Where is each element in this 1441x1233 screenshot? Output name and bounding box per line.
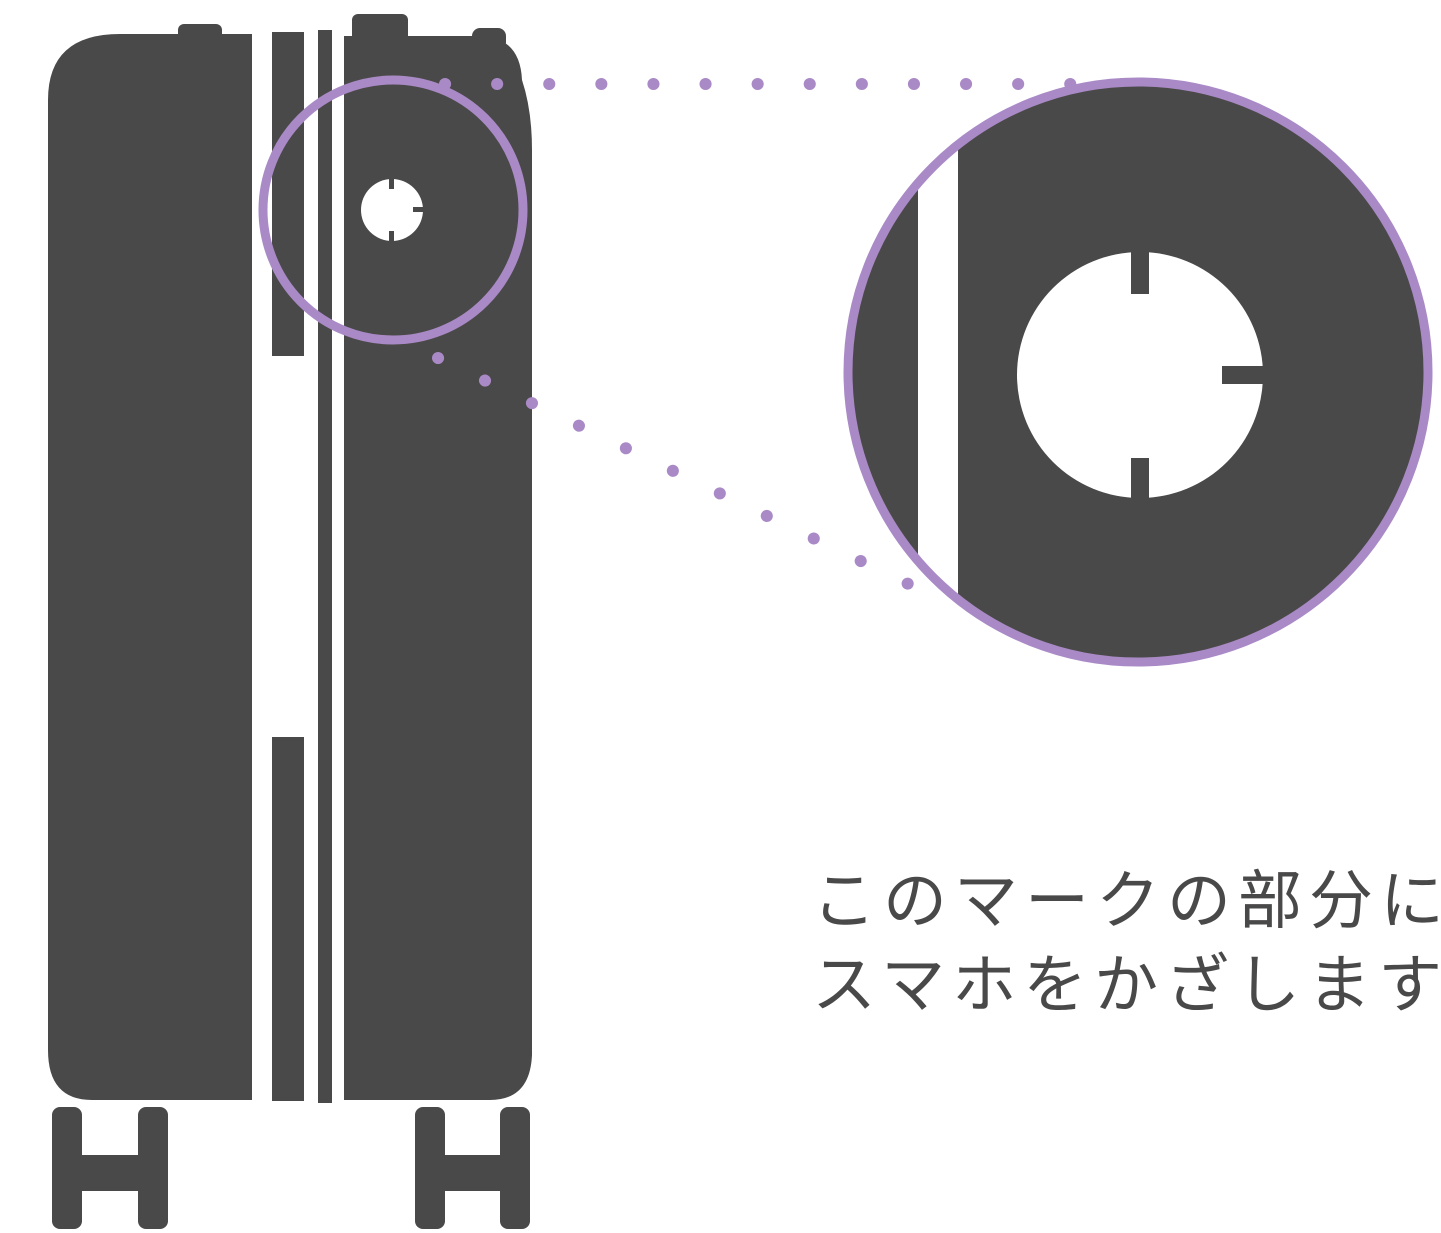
caption-line-2: スマホをかざします	[812, 949, 1441, 1023]
wheel-front-left	[52, 1107, 168, 1229]
highlight-ring-large	[843, 77, 1433, 667]
center-rod	[318, 30, 332, 1103]
zoom-callout	[848, 82, 1428, 662]
nfc-mark-small	[361, 177, 425, 243]
left-upper-bar	[272, 32, 304, 356]
left-lower-bar	[272, 737, 304, 1101]
suitcase-left-shell	[48, 34, 252, 1100]
highlight-ring-small	[258, 75, 528, 345]
suitcase-illustration	[48, 14, 532, 1229]
caption-line-1: このマークの部分に	[812, 865, 1441, 939]
nfc-mark-large	[1017, 252, 1266, 500]
instruction-caption: このマークの部分に スマホをかざします	[812, 860, 1441, 1028]
connector-line-bottom	[432, 352, 954, 609]
wheel-front-right	[415, 1107, 530, 1229]
